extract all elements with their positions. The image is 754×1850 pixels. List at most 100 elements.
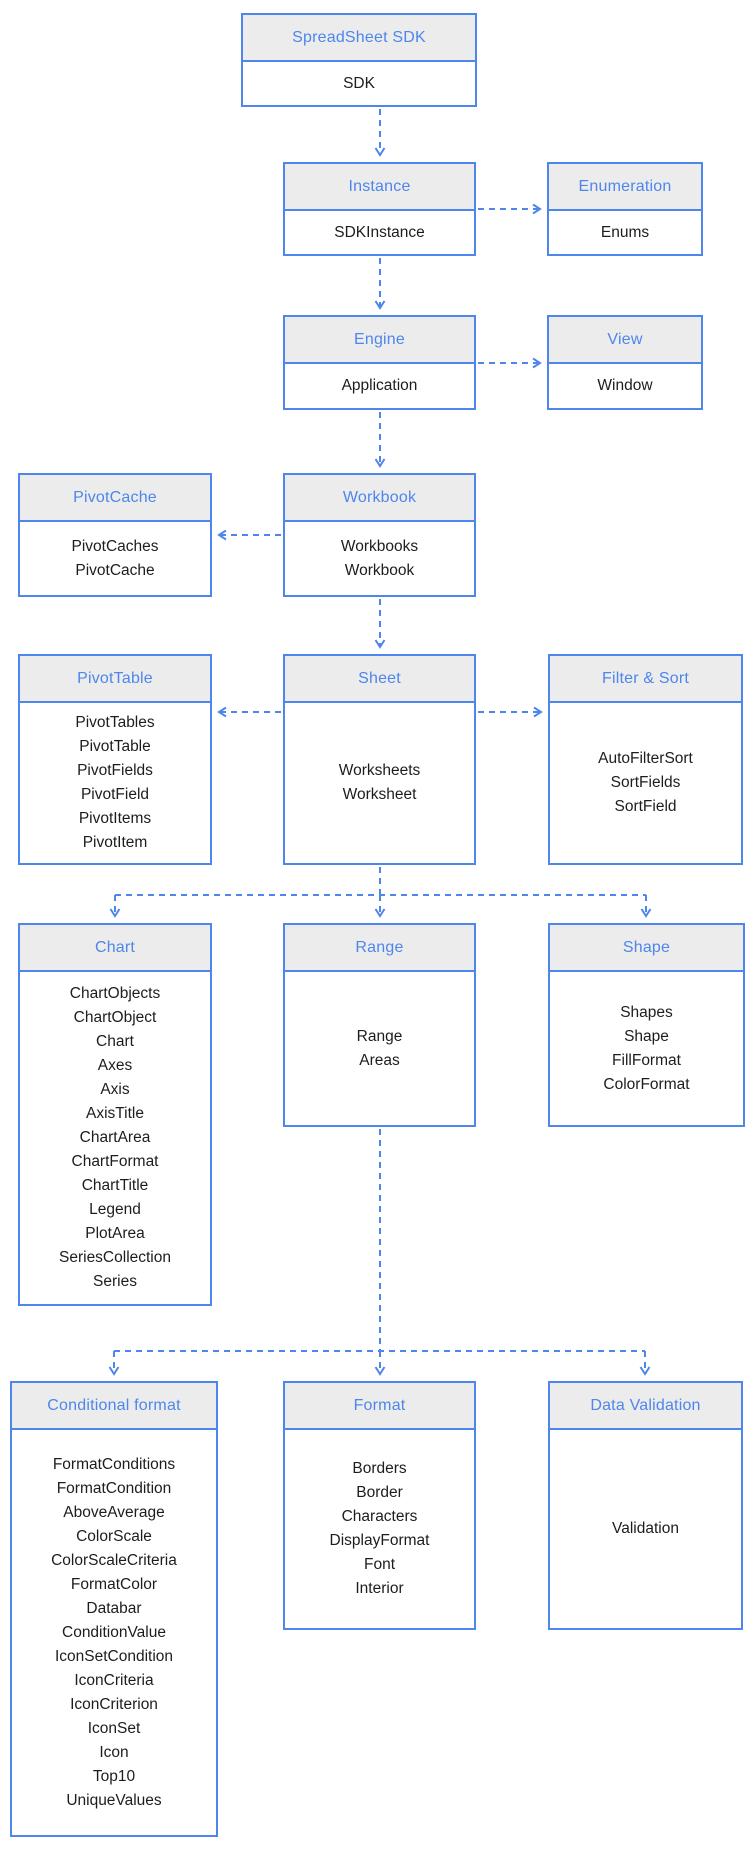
body-line: Validation xyxy=(612,1520,679,1537)
body-line: Application xyxy=(341,377,418,394)
body-line: Series xyxy=(93,1273,137,1290)
body-line: UniqueValues xyxy=(66,1791,162,1809)
body-line: PlotArea xyxy=(85,1225,145,1242)
box-spreadsheet-sdk-body: SDK xyxy=(243,62,475,105)
body-line: SDKInstance xyxy=(334,223,425,241)
body-line: FormatCondition xyxy=(56,1479,172,1497)
box-instance-title: Instance xyxy=(285,164,474,211)
body-line: ChartObjects xyxy=(69,985,161,1002)
box-range-title: Range xyxy=(285,925,474,972)
box-conditional-format-title: Conditional format xyxy=(12,1383,216,1430)
body-line: AboveAverage xyxy=(63,1503,165,1521)
body-line: IconSet xyxy=(87,1719,141,1737)
body-line: Shapes xyxy=(620,1003,673,1021)
body-line: IconCriterion xyxy=(70,1695,158,1713)
body-line: IconSetCondition xyxy=(54,1647,174,1665)
body-line: PivotCaches xyxy=(71,537,159,555)
body-line: Borders xyxy=(352,1460,407,1477)
body-line: FillFormat xyxy=(612,1051,681,1069)
body-line: Border xyxy=(356,1484,403,1501)
box-view-body: Window xyxy=(549,364,701,408)
body-line: PivotCache xyxy=(75,561,155,579)
box-spreadsheet-sdk-title: SpreadSheet SDK xyxy=(243,15,475,62)
body-line: Font xyxy=(363,1556,395,1573)
body-line: IconCriteria xyxy=(74,1671,154,1689)
body-line: Interior xyxy=(355,1580,404,1597)
body-line: ColorScale xyxy=(76,1527,152,1545)
box-workbook-title: Workbook xyxy=(285,475,474,522)
body-line: Chart xyxy=(96,1033,134,1050)
box-instance-body: SDKInstance xyxy=(285,211,474,254)
body-line: SortField xyxy=(614,798,677,815)
body-line: DisplayFormat xyxy=(329,1532,430,1549)
body-line: ChartObject xyxy=(73,1009,157,1026)
body-line: Top10 xyxy=(92,1767,136,1785)
body-line: AxisTitle xyxy=(86,1105,144,1122)
box-engine-title: Engine xyxy=(285,317,474,364)
box-enumeration: Enumeration Enums xyxy=(547,162,703,256)
box-format-title: Format xyxy=(285,1383,474,1430)
body-line: Axis xyxy=(100,1081,130,1098)
body-line: Worksheets xyxy=(338,762,421,779)
body-line: Range xyxy=(356,1027,403,1045)
body-line: Enums xyxy=(600,223,650,241)
body-line: ChartArea xyxy=(79,1129,151,1146)
box-instance: Instance SDKInstance xyxy=(283,162,476,256)
box-shape-title: Shape xyxy=(550,925,743,972)
box-enumeration-title: Enumeration xyxy=(549,164,701,211)
box-pivottable-title: PivotTable xyxy=(20,656,210,703)
body-line: Legend xyxy=(89,1201,141,1218)
body-line: PivotTable xyxy=(79,738,151,755)
body-line: PivotFields xyxy=(77,762,153,779)
body-line: Worksheet xyxy=(342,786,417,803)
box-data-validation-body: Validation xyxy=(550,1430,741,1628)
body-line: ConditionValue xyxy=(62,1623,166,1641)
body-line: PivotTables xyxy=(75,714,155,731)
body-line: PivotField xyxy=(80,786,150,803)
body-line: PivotItem xyxy=(82,834,148,851)
body-line: FormatConditions xyxy=(52,1455,176,1473)
body-line: AutoFilterSort xyxy=(598,750,693,767)
body-line: Databar xyxy=(86,1599,142,1617)
box-data-validation: Data Validation Validation xyxy=(548,1381,743,1630)
body-line: SortFields xyxy=(610,774,681,791)
box-spreadsheet-sdk: SpreadSheet SDK SDK xyxy=(241,13,477,107)
body-line: Icon xyxy=(99,1743,129,1761)
body-line: Workbooks xyxy=(340,537,419,555)
body-line: Areas xyxy=(359,1051,400,1069)
body-line: Workbook xyxy=(344,561,415,579)
body-line: Shape xyxy=(624,1027,669,1045)
box-data-validation-title: Data Validation xyxy=(550,1383,741,1430)
body-line: ColorScaleCriteria xyxy=(51,1551,177,1569)
body-line: Axes xyxy=(97,1057,133,1074)
box-view-title: View xyxy=(549,317,701,364)
body-line: PivotItems xyxy=(78,810,152,827)
box-engine-body: Application xyxy=(285,364,474,408)
box-filter-and-sort-title: Filter & Sort xyxy=(550,656,741,703)
body-line: ChartFormat xyxy=(71,1153,159,1170)
body-line: FormatColor xyxy=(70,1575,158,1593)
box-pivotcache-title: PivotCache xyxy=(20,475,210,522)
body-line: Window xyxy=(597,377,653,394)
box-view: View Window xyxy=(547,315,703,410)
body-line: Characters xyxy=(341,1508,418,1525)
